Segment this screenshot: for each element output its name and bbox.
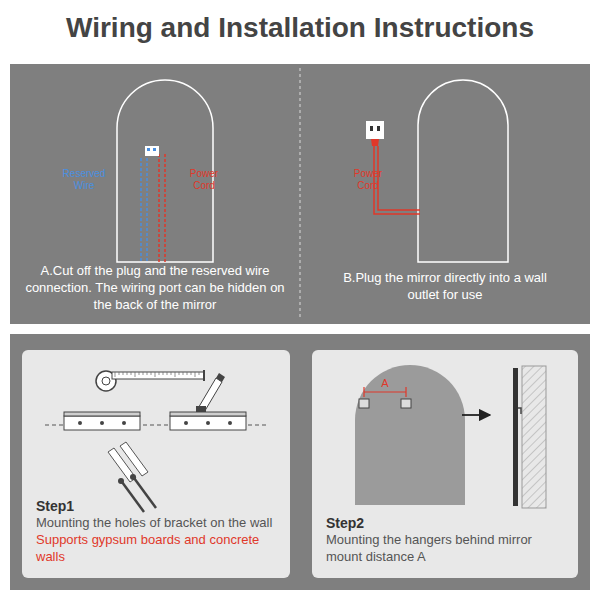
wire-label: Power Cord <box>346 168 390 191</box>
step-card <box>22 350 290 578</box>
arrow <box>462 414 490 416</box>
tape-measure <box>96 370 204 391</box>
bracket <box>64 406 246 430</box>
dimension-label: A <box>378 377 392 390</box>
wire-label: Reserved Wire <box>56 168 112 191</box>
step-card <box>312 350 578 578</box>
bottom-panel-ground <box>10 334 590 590</box>
step-panel: Step2Mounting the hangers behind mirror … <box>314 352 576 576</box>
anchors-and-screws <box>108 442 156 512</box>
mirror-back <box>355 365 465 505</box>
wires <box>141 146 165 262</box>
step-heading: Step2 <box>326 514 564 532</box>
divider <box>299 68 301 320</box>
step-panel: Step1Mounting the holes of bracket on th… <box>24 352 288 576</box>
caption-text: A.Cut off the plug and the reserved wire… <box>22 263 288 314</box>
step-panel: B.Plug the mirror directly into a wall o… <box>302 66 588 322</box>
wire-label: Power Cord <box>182 168 226 191</box>
caption-text: Mounting the hangers behind mirror mount… <box>326 532 564 566</box>
step-heading: Step1 <box>36 497 276 515</box>
wall-outlet <box>366 121 420 214</box>
title: Wiring and Installation Instructions <box>0 12 600 44</box>
caption-text: Supports gypsum boards and concrete wall… <box>36 532 276 566</box>
mirror-outline <box>418 80 508 262</box>
tape-ticks <box>115 372 199 377</box>
side-view <box>513 366 546 508</box>
step-panel: A.Cut off the plug and the reserved wire… <box>12 66 298 322</box>
caption-text: B.Plug the mirror directly into a wall o… <box>332 270 558 304</box>
hanger <box>359 399 411 408</box>
caption-text: Mounting the holes of bracket on the wal… <box>36 515 276 532</box>
top-panel-ground <box>10 64 590 324</box>
